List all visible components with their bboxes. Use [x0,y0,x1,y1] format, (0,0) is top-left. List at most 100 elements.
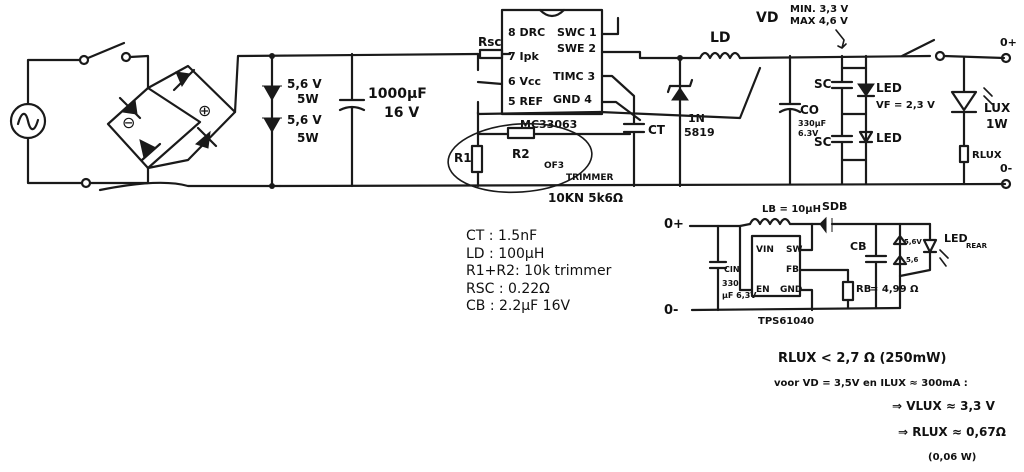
note-line-5: (0,06 W) [928,452,976,463]
wire-ld-out [738,54,932,60]
handwritten-notes: RLUX < 2,7 Ω (250mW) voor VD = 3,5V en I… [774,351,1006,463]
sc-led-block: SC SC LED LED VF = 2,3 V [814,54,935,186]
r2-label: R2 [512,147,530,161]
sc-label-1: SC [814,77,832,91]
note-line-4: ⇒ RLUX ≈ 0,67Ω [898,425,1006,439]
bulk-capacitor: 1000µF 16 V [338,52,427,188]
ic-pin-5: 5 REF [508,95,543,108]
r1-label: R1 [454,151,472,165]
bridge-rectifier: ⊖ ⊕ [106,64,237,170]
mc33063-chip: 8 DRC 7 Ipk 6 Vcc 5 REF SWC 1 SWE 2 TIMC… [500,8,604,116]
rsc-resistor: Rsc [476,35,504,72]
wire-ac-bottom [26,136,84,185]
vf-label: VF = 2,3 V [876,100,935,111]
vd-annotation: VD MIN. 3,3 V MAX 4,6 V [756,4,849,49]
bulk-cap-voltage: 16 V [384,105,419,121]
timing-capacitor: CT [622,116,666,188]
boost-pin-sw: SW [786,245,802,255]
boost-circuit: 0+ 0- CIN 330 µF 6,3V LB = 10µH VIN SW F… [664,200,988,327]
ic-pin-6: 6 Vcc [508,75,541,88]
diode-label-1: 1N [688,112,705,125]
terminal-bottom-left [80,177,92,189]
bridge-plus-label: ⊕ [198,101,211,120]
zener-stack: 5,6 V 5W 5,6 V 5W [262,53,322,189]
wire-bridge-bottom [88,166,150,185]
boost-in-minus: 0- [664,303,678,318]
component-legend: CT : 1.5nF LD : 100µH R1+R2: 10k trimmer… [466,228,611,316]
boost-in-plus: 0+ [664,217,684,232]
rb-label: RB [856,284,871,295]
wire-bridge-out-minus [98,181,282,192]
wire-ground-main [278,182,1007,188]
ld-label: LD [710,30,731,46]
vd-min: MIN. 3,3 V [790,4,849,15]
lux-power: 1W [986,117,1008,131]
co-voltage: 6.3V [798,129,819,138]
ac-source-symbol [9,102,47,140]
bulk-cap-value: 1000µF [368,86,427,102]
rb-value: = 4,99 Ω [870,284,919,295]
boost-pin-gnd: GND [780,285,802,295]
boost-zener-2: 5,6 [906,256,919,264]
zener-value-2: 5,6 V [287,113,322,127]
sdb-label: SDB [822,200,847,213]
trimmer-label-2: TRIMMER [566,173,613,183]
wire-ic-right [600,16,702,122]
cb-label: CB [850,240,866,253]
legend-r1r2: R1+R2: 10k trimmer [466,263,612,279]
zener-value-1: 5,6 V [287,77,322,91]
legend-rsc: RSC : 0.22Ω [466,280,550,297]
zener-power-2: 5W [297,131,319,145]
vd-max: MAX 4,6 V [790,16,848,27]
legend-cb: CB : 2.2µF 16V [466,298,571,314]
co-label: CO [800,103,819,117]
boost-pin-en: EN [756,285,770,295]
rsc-label: Rsc [478,35,502,49]
ic-pin-1: SWC 1 [557,26,597,39]
ic-pin-8: 8 DRC [508,26,545,39]
cin-value: 330 [722,279,739,288]
diode-label-2: 5819 [684,126,715,139]
lux-output: LUX 1W RLUX 0+ 0- [900,36,1017,190]
cin-voltage: µF 6,3V [722,291,757,300]
bridge-minus-label: ⊖ [122,113,135,132]
rlux-label: RLUX [972,150,1002,161]
sc-label-2: SC [814,135,832,149]
ic-pin-2: SWE 2 [557,42,596,55]
trimmer-label-1: OF3 [544,161,564,171]
ct-label: CT [648,123,666,137]
led-rear-label: LED [944,232,968,245]
inductor-ld: LD [698,30,742,60]
lb-label: LB = 10µH [762,204,821,215]
led-label-1: LED [876,81,902,95]
ic-pin-3: TIMC 3 [553,70,595,83]
out-plus-label: 0+ [1000,36,1017,49]
feedback-trimmer: R1 R2 OF3 TRIMMER 10KN 5k6Ω [447,110,632,205]
trimmer-value: 10KN 5k6Ω [548,191,623,205]
led-label-2: LED [876,131,902,145]
cin-label: CIN [724,265,740,274]
wire-bridge-out-plus [233,52,480,114]
boost-ic-name: TPS61040 [758,316,814,327]
out-minus-label: 0- [1000,162,1012,175]
led-rear-sub: REAR [966,242,988,250]
zener-power-1: 5W [297,92,319,106]
wire-ac-top [26,58,82,106]
ic-pin-7: 7 Ipk [508,50,539,63]
wire-feedback-return [598,66,762,120]
schottky-diode: 1N 5819 [666,55,715,188]
boost-pin-vin: VIN [756,245,774,255]
mains-switch-symbol [78,41,150,90]
lux-label: LUX [984,101,1011,115]
ic-pin-4: GND 4 [553,93,592,106]
note-line-2: voor VD = 3,5V en ILUX ≈ 300mA : [774,378,968,389]
legend-ct: CT : 1.5nF [466,228,538,244]
output-capacitor: CO 330µF 6.3V [778,54,826,186]
co-value: 330µF [798,119,826,128]
legend-ld: LD : 100µH [466,245,545,262]
note-line-1: RLUX < 2,7 Ω (250mW) [778,351,946,366]
note-line-3: ⇒ VLUX ≈ 3,3 V [892,399,996,413]
vd-label: VD [756,10,778,26]
boost-pin-fb: FB [786,265,799,275]
